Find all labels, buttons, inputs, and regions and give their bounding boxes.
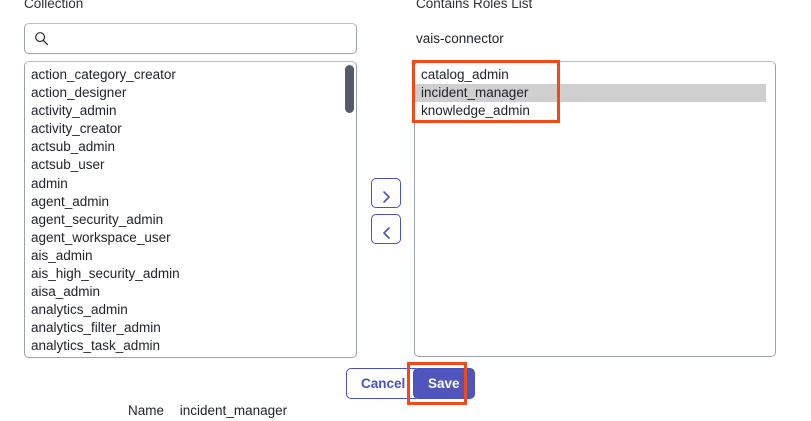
collection-option[interactable]: analytics_filter_admin — [31, 320, 161, 336]
role-option[interactable]: knowledge_admin — [421, 103, 530, 119]
collection-option[interactable]: activity_creator — [31, 121, 122, 137]
roles-header: Contains Roles List — [416, 0, 533, 11]
collection-option[interactable]: action_category_creator — [31, 67, 176, 82]
chevron-left-icon — [382, 226, 390, 239]
move-right-button[interactable] — [371, 178, 401, 208]
cancel-button[interactable]: Cancel — [346, 368, 421, 399]
role-option[interactable]: catalog_admin — [421, 67, 509, 82]
name-label: Name — [128, 403, 165, 418]
search-icon — [34, 31, 49, 46]
collection-list-scrollbar-thumb[interactable] — [345, 65, 354, 113]
collection-option[interactable]: analytics_task_admin — [31, 338, 161, 354]
collection-option[interactable]: aisa_admin — [31, 284, 101, 300]
collection-option[interactable]: activity_admin — [31, 103, 117, 119]
collection-header: Collection — [24, 0, 84, 11]
collection-list-scrollbar[interactable] — [345, 65, 354, 354]
collection-option[interactable]: action_designer — [31, 85, 127, 101]
collection-option[interactable]: agent_admin — [31, 193, 110, 209]
chevron-right-icon — [382, 190, 390, 203]
move-left-button[interactable] — [371, 214, 401, 244]
name-row: Name incident_manager — [128, 403, 287, 419]
collection-option[interactable]: analytics_viewer — [25, 356, 356, 358]
collection-option[interactable]: actsub_admin — [31, 139, 116, 155]
collection-option[interactable]: actsub_user — [31, 157, 105, 173]
collection-option[interactable]: agent_security_admin — [31, 211, 164, 227]
search-input[interactable] — [49, 24, 356, 53]
save-button[interactable]: Save — [413, 368, 475, 399]
collection-option[interactable]: ais_high_security_admin — [31, 266, 180, 282]
role-option[interactable]: incident_manager — [415, 84, 766, 103]
collection-option[interactable]: analytics_admin — [31, 302, 128, 318]
collection-option[interactable]: ais_admin — [31, 247, 93, 263]
collection-search[interactable] — [24, 23, 357, 54]
name-value: incident_manager — [179, 403, 288, 418]
roles-subject-label: vais-connector — [416, 31, 504, 46]
collection-option[interactable]: admin — [31, 175, 68, 191]
collection-option[interactable]: agent_workspace_user — [31, 229, 171, 245]
